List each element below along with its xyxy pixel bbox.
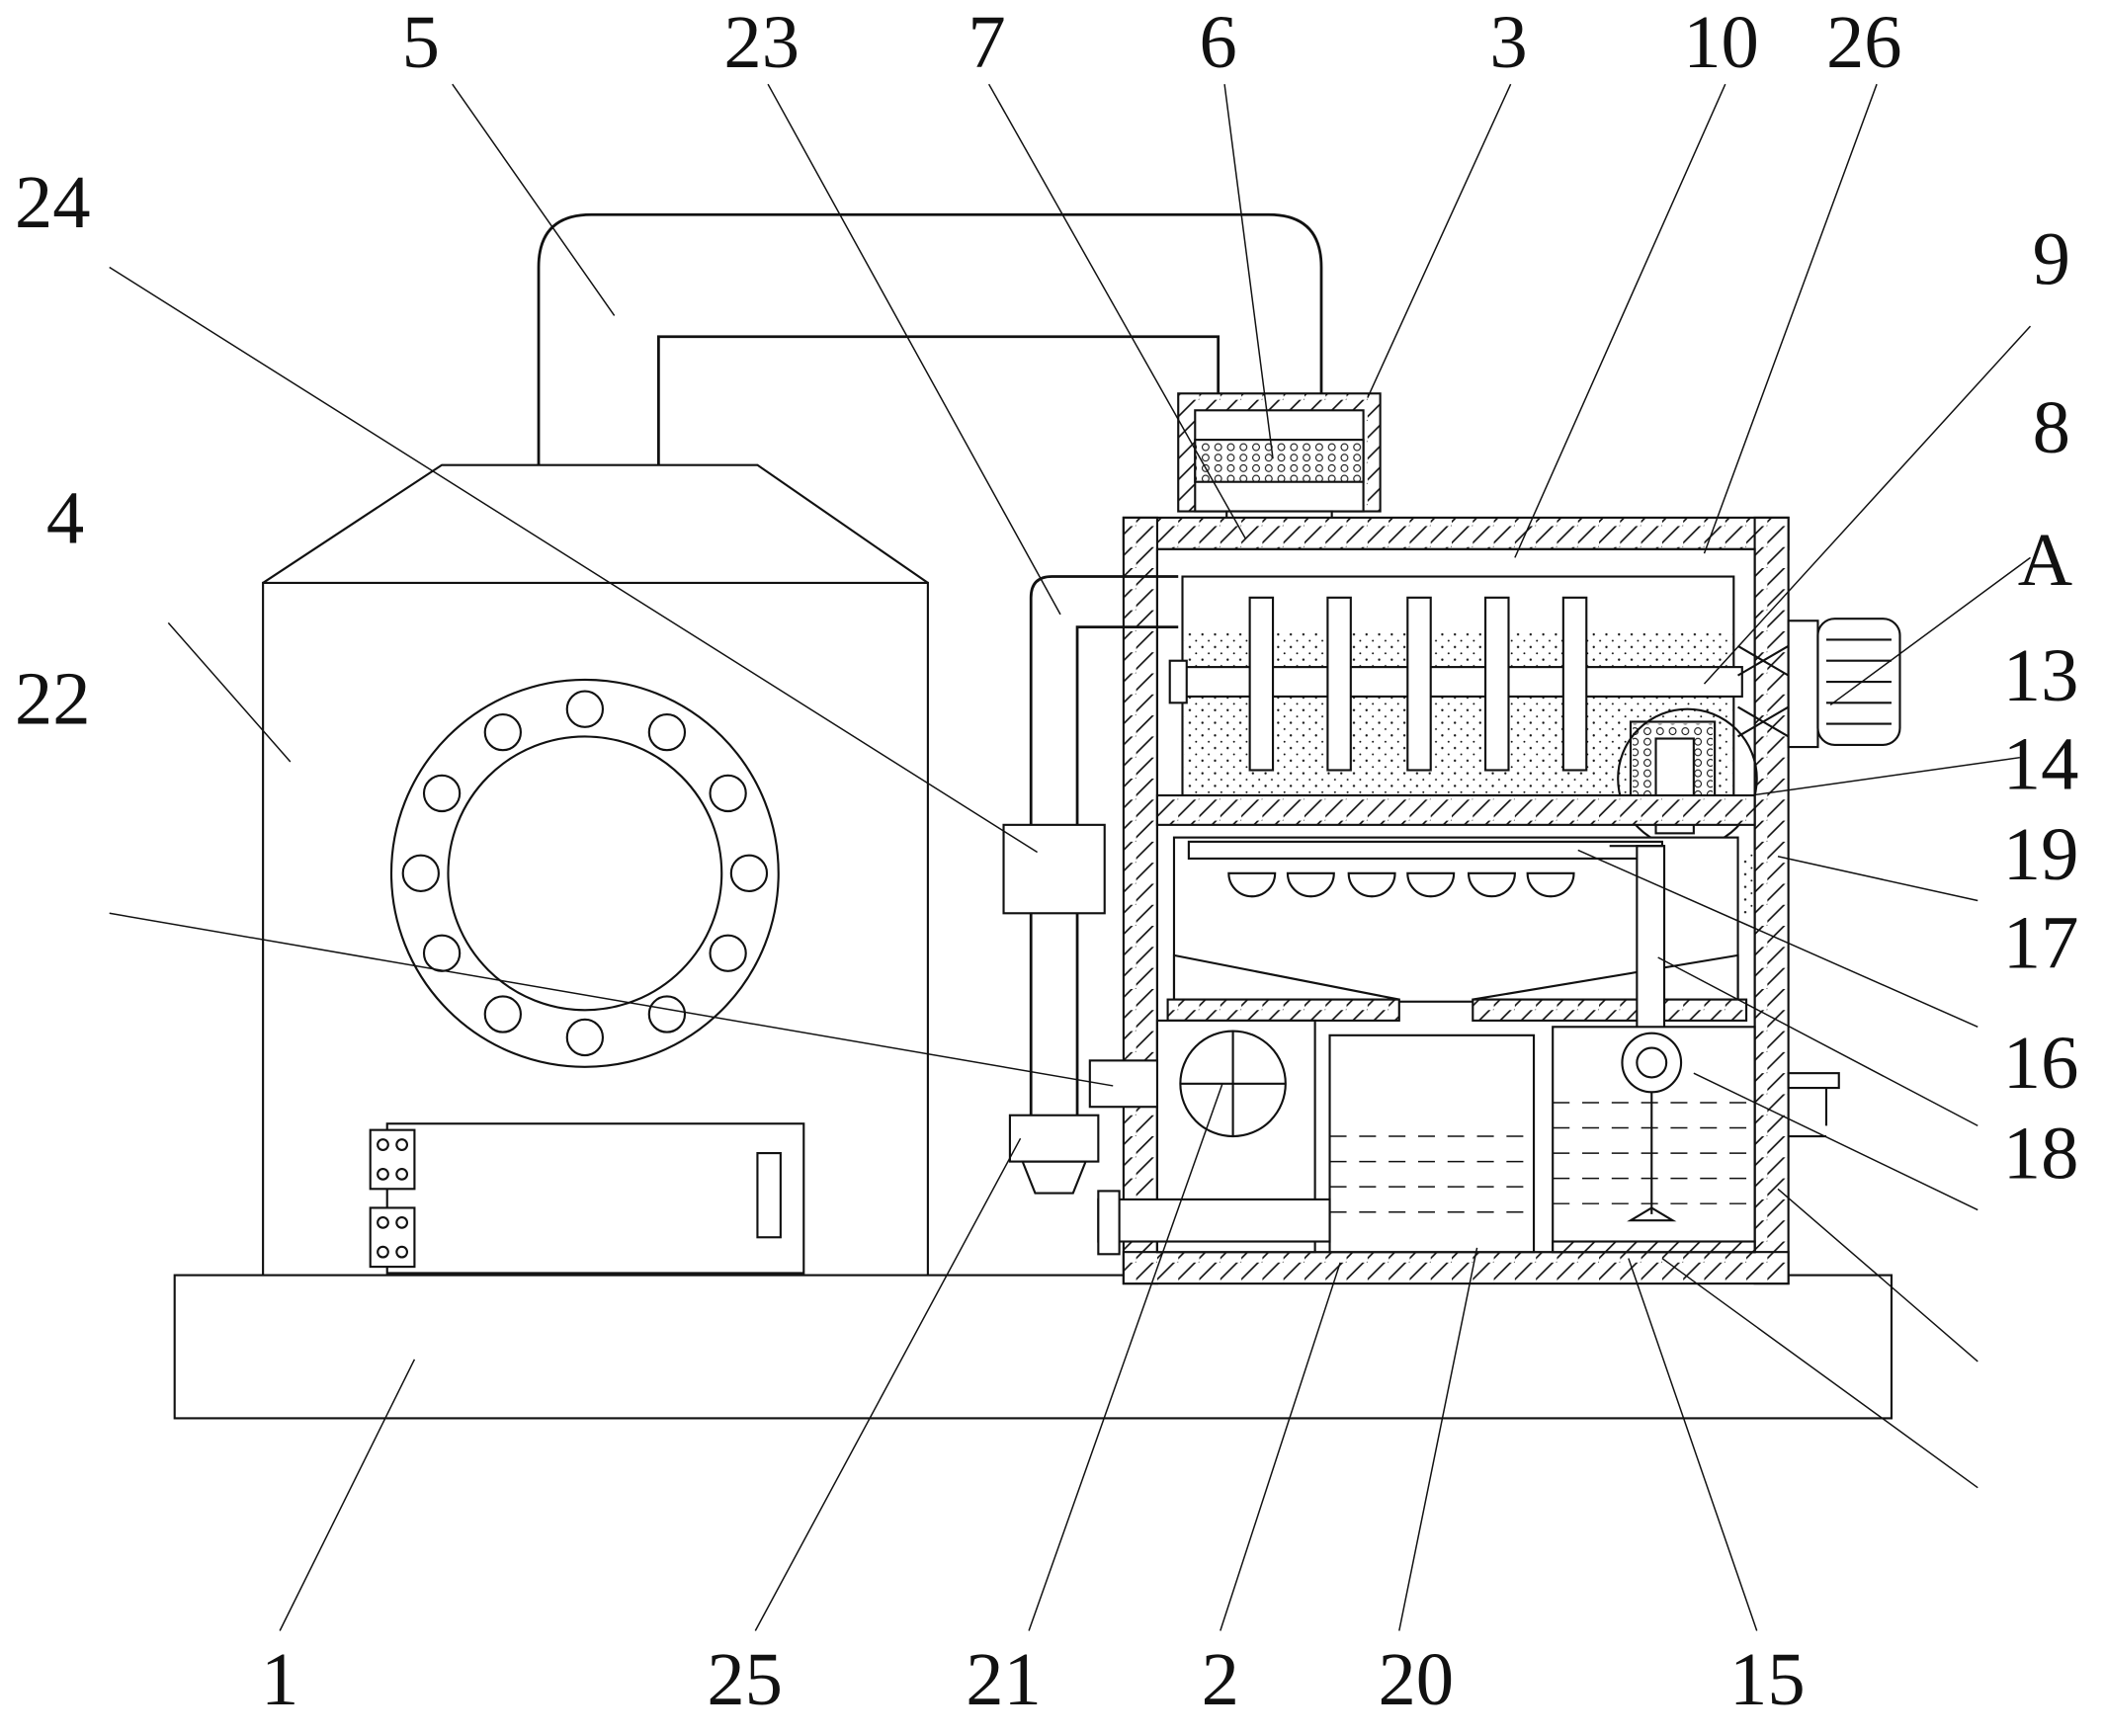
base-plate <box>175 1276 1892 1419</box>
label-19: 19 <box>2003 812 2079 896</box>
label-16: 16 <box>2003 1021 2079 1105</box>
label-5: 5 <box>402 0 440 84</box>
label-9: 9 <box>2033 216 2070 300</box>
label-2: 2 <box>1202 1637 1239 1721</box>
label-22: 22 <box>15 657 91 741</box>
access-door <box>371 1123 804 1273</box>
label-24: 24 <box>15 160 91 244</box>
label-6: 6 <box>1200 0 1237 84</box>
label-3: 3 <box>1489 0 1527 84</box>
label-25: 25 <box>707 1637 783 1721</box>
label-7: 7 <box>968 0 1005 84</box>
flange-bolts <box>403 692 767 1055</box>
label-26: 26 <box>1826 0 1902 84</box>
label-15: 15 <box>1729 1637 1806 1721</box>
tank <box>263 465 928 1276</box>
label-1: 1 <box>261 1637 298 1721</box>
label-20: 20 <box>1379 1637 1455 1721</box>
label-10: 10 <box>1683 0 1759 84</box>
label-21: 21 <box>966 1637 1042 1721</box>
label-8: 8 <box>2033 385 2070 469</box>
label-14: 14 <box>2003 722 2079 806</box>
lower-compartments <box>1098 1021 1838 1254</box>
label-17: 17 <box>2003 901 2079 985</box>
label-4: 4 <box>46 475 84 559</box>
label-A: A <box>2018 518 2072 602</box>
label-23: 23 <box>723 0 800 84</box>
label-13: 13 <box>2003 633 2079 717</box>
mixing-chamber <box>1157 577 1757 849</box>
label-18: 18 <box>2003 1112 2079 1196</box>
